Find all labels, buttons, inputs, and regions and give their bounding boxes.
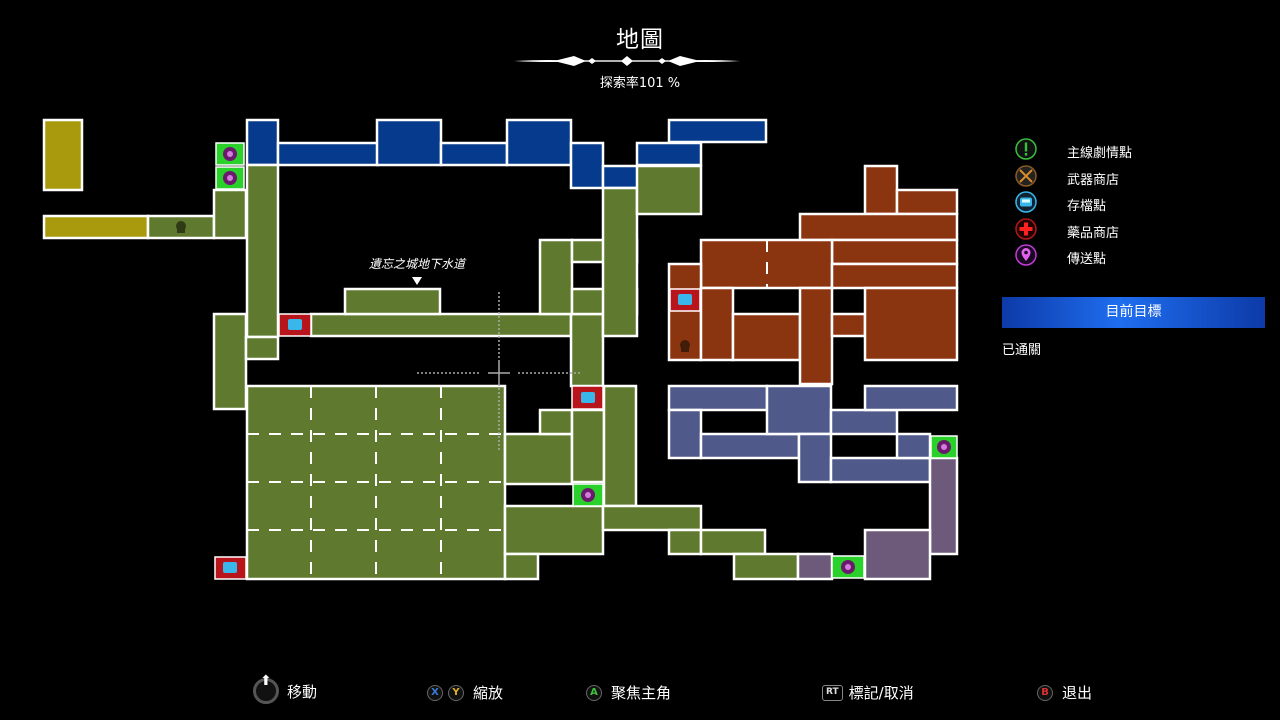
teleport-marker[interactable] (215, 166, 245, 190)
hint-move[interactable]: ⬆ 移動 (253, 673, 318, 704)
hint-label: 標記/取消 (848, 684, 914, 702)
current-objective-status: 已通關 (1002, 343, 1042, 358)
map-region-green (146, 163, 800, 581)
map-region-slate (667, 384, 959, 484)
room-dividers (247, 240, 768, 579)
area-pointer-icon (412, 277, 422, 285)
hint-label: 聚焦主角 (611, 684, 672, 702)
map-region-purple (796, 456, 959, 581)
save-point-marker[interactable] (669, 288, 701, 312)
map-crosshair (417, 292, 580, 450)
legend-label: 存檔點 (1067, 199, 1107, 214)
legend-label: 武器商店 (1067, 172, 1120, 188)
title-ornament (514, 56, 740, 66)
hint-label: 退出 (1062, 684, 1093, 702)
teleport-marker[interactable] (831, 555, 865, 579)
save-point-marker[interactable] (278, 313, 312, 337)
teleport-marker[interactable] (930, 435, 958, 459)
area-label: 遺忘之城地下水道 (369, 257, 467, 271)
page-title: 地圖 (616, 27, 664, 53)
hint-focus-player[interactable]: A 聚焦主角 (586, 682, 671, 703)
crossed-swords-icon (1015, 164, 1037, 187)
hint-exit[interactable]: B 退出 (1037, 682, 1092, 703)
save-bench-icon (1015, 191, 1037, 213)
hint-zoom[interactable]: X Y 縮放 (427, 682, 503, 703)
rt-button-icon: RT (822, 684, 843, 701)
legend-label: 藥品商店 (1067, 225, 1120, 241)
controls-bar: ⬆ 移動 X Y 縮放 A 聚焦主角 RT 標記/取消 B 退出 (0, 673, 1280, 712)
hint-label: 縮放 (473, 684, 504, 702)
teleport-pin-icon (1015, 244, 1037, 266)
exploration-rate: 探索率101 % (599, 76, 681, 91)
teleport-marker[interactable] (572, 483, 604, 507)
legend-label: 傳送點 (1067, 252, 1107, 267)
teleport-marker[interactable] (215, 142, 245, 166)
map-region-yellow (42, 118, 150, 240)
legend-label: 主線劇情點 (1067, 146, 1133, 161)
exclamation-icon (1015, 138, 1037, 160)
save-point-marker[interactable] (214, 556, 247, 580)
map-region-orange (667, 164, 959, 386)
left-stick-icon: ⬆ (253, 673, 279, 704)
skull-icon (176, 221, 186, 233)
hint-label: 移動 (287, 682, 318, 701)
red-cross-icon (1015, 217, 1037, 240)
hint-mark[interactable]: RT 標記/取消 (822, 682, 914, 703)
x-button-icon: X (427, 684, 443, 701)
y-button-icon: Y (448, 684, 464, 701)
skull-icon (680, 340, 690, 352)
save-point-marker[interactable] (571, 385, 604, 410)
b-button-icon: B (1037, 684, 1053, 701)
current-objective-header: 目前目標 (1002, 297, 1265, 328)
a-button-icon: A (586, 684, 602, 701)
